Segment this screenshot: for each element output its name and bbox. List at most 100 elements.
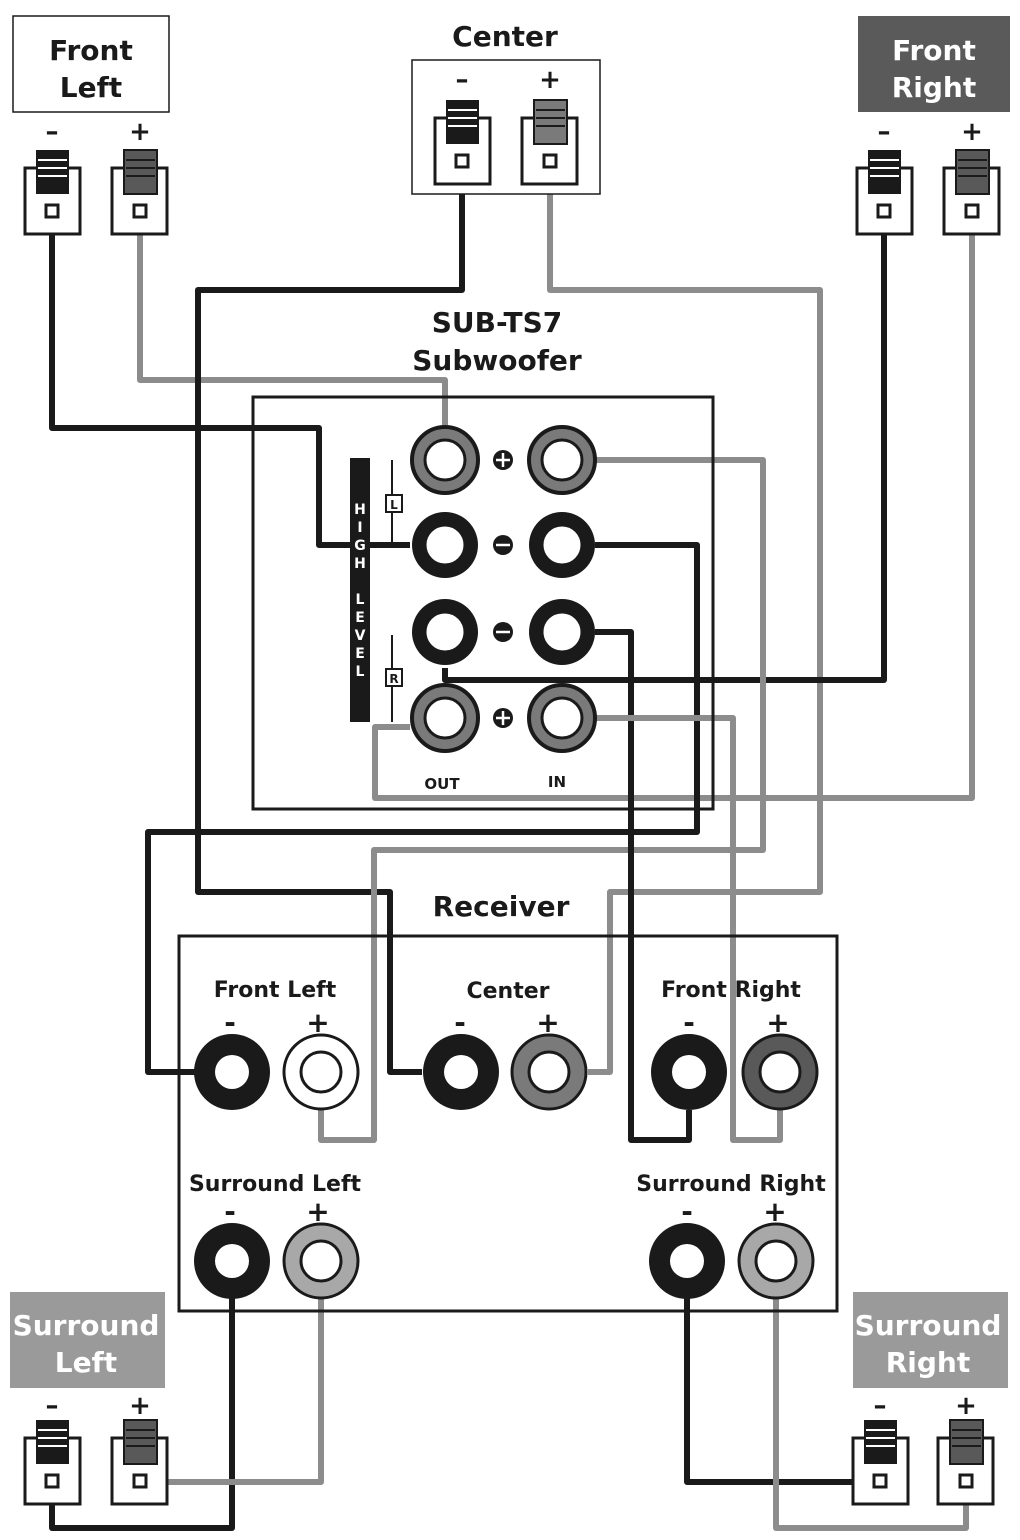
speaker-label-box — [858, 16, 1010, 112]
out-label: OUT — [424, 775, 460, 793]
minus-sign: - — [224, 1006, 236, 1039]
high-level-letter: V — [355, 628, 366, 644]
plus-sign: + — [766, 1006, 789, 1039]
plus-sign: + — [763, 1195, 786, 1228]
minus-sign: - — [681, 1195, 693, 1228]
speaker-terminal-plus[interactable] — [110, 149, 169, 236]
high-level-letter: H — [354, 556, 366, 572]
speaker-name-line1: Surround — [13, 1309, 160, 1342]
high-level-letter: H — [354, 502, 366, 518]
high-level-letter: L — [356, 664, 365, 680]
subwoofer-name: Subwoofer — [412, 344, 582, 377]
speaker-surround-left: Surround Left – + — [10, 1292, 169, 1506]
wire-surround-left-gray — [140, 1298, 324, 1485]
sub-in-left-plus-terminal[interactable] — [527, 425, 597, 495]
speaker-terminal-minus[interactable] — [855, 150, 914, 236]
high-level-bar: H I G H L E V E L — [350, 458, 370, 722]
receiver-surround-left-minus-terminal[interactable] — [194, 1223, 270, 1299]
right-channel-bracket: R — [385, 635, 403, 722]
receiver-center-minus-terminal[interactable] — [423, 1034, 499, 1110]
sub-in-right-minus-terminal[interactable] — [529, 599, 595, 665]
speaker-label-box — [853, 1292, 1008, 1388]
plus-polarity-icon — [493, 450, 513, 470]
receiver-surround-left-label: Surround Left — [189, 1172, 362, 1197]
speaker-terminal-minus[interactable] — [433, 100, 492, 186]
plus-sign: + — [536, 1006, 559, 1039]
sub-out-left-minus-terminal[interactable] — [412, 512, 478, 578]
receiver-title: Receiver — [433, 890, 570, 923]
minus-sign: – — [46, 1391, 59, 1421]
speaker-terminal-plus[interactable] — [110, 1419, 169, 1506]
speaker-name-line2: Right — [886, 1346, 971, 1379]
receiver-center-plus-terminal[interactable] — [510, 1033, 588, 1111]
in-label: IN — [548, 773, 566, 791]
left-channel-tag: L — [390, 498, 398, 512]
receiver-front-right-label: Front Right — [661, 978, 801, 1003]
speaker-terminal-minus[interactable] — [851, 1420, 910, 1506]
minus-sign: – — [878, 117, 891, 147]
receiver-front-left-minus-terminal[interactable] — [194, 1034, 270, 1110]
speaker-terminal-minus[interactable] — [23, 1420, 82, 1506]
sub-in-left-minus-terminal[interactable] — [529, 512, 595, 578]
left-channel-bracket: L — [385, 460, 403, 548]
speaker-terminal-minus[interactable] — [23, 150, 82, 236]
receiver-surround-right-label: Surround Right — [636, 1172, 826, 1197]
minus-sign: – — [874, 1391, 887, 1421]
minus-polarity-icon — [493, 535, 513, 555]
high-level-letter: E — [355, 646, 365, 662]
speaker-label-box — [12, 15, 170, 113]
minus-sign: – — [46, 117, 59, 147]
speaker-name: Center — [452, 20, 558, 53]
sub-out-right-minus-terminal[interactable] — [412, 599, 478, 665]
wire-center-black — [195, 165, 465, 1075]
speaker-name-line1: Front — [892, 34, 976, 67]
receiver-panel — [177, 934, 839, 1313]
subwoofer-panel — [251, 395, 715, 811]
wire-sub-in-right-minus — [595, 629, 692, 1143]
speaker-name-line2: Right — [892, 71, 977, 104]
wire-front-left-gray — [137, 212, 448, 425]
speaker-label-box — [10, 1292, 165, 1388]
speaker-name-line1: Surround — [855, 1309, 1002, 1342]
receiver-center-label: Center — [466, 979, 549, 1004]
receiver-front-right-minus-terminal[interactable] — [651, 1034, 727, 1110]
wire-front-left-black — [49, 212, 410, 548]
high-level-letter: I — [357, 520, 362, 536]
receiver: Receiver Front Left Center Front Right S… — [177, 890, 839, 1313]
wire-front-right-black — [442, 212, 887, 683]
plus-sign: + — [306, 1006, 329, 1039]
plus-sign: + — [306, 1195, 329, 1228]
minus-sign: - — [224, 1195, 236, 1228]
high-level-text: H I G H L E V E L — [354, 502, 366, 680]
right-channel-tag: R — [389, 672, 398, 686]
speaker-terminal-plus[interactable] — [936, 1419, 995, 1506]
sub-in-right-plus-terminal[interactable] — [527, 683, 597, 753]
sub-out-right-plus-terminal[interactable] — [410, 683, 480, 753]
speaker-name-line1: Front — [49, 34, 133, 67]
speaker-name-line2: Left — [55, 1346, 117, 1379]
wire-center-gray — [547, 165, 823, 1075]
speaker-center: Center – + — [411, 20, 601, 195]
wire-front-right-gray — [372, 212, 975, 801]
speaker-name-line2: Left — [60, 71, 122, 104]
speaker-front-right: Front Right – + — [855, 16, 1010, 236]
plus-polarity-icon — [493, 708, 513, 728]
speaker-terminal-plus[interactable] — [520, 99, 579, 186]
wire-sub-in-right-plus — [595, 715, 783, 1143]
high-level-letter: G — [354, 538, 366, 554]
receiver-front-left-plus-terminal[interactable] — [282, 1033, 360, 1111]
receiver-surround-left-plus-terminal[interactable] — [282, 1222, 360, 1300]
receiver-surround-right-minus-terminal[interactable] — [649, 1223, 725, 1299]
speaker-terminal-plus[interactable] — [942, 149, 1001, 236]
plus-sign: + — [129, 1391, 151, 1421]
receiver-surround-right-plus-terminal[interactable] — [737, 1222, 815, 1300]
sub-out-left-plus-terminal[interactable] — [410, 425, 480, 495]
plus-sign: + — [961, 117, 983, 147]
minus-sign: – — [456, 65, 469, 95]
receiver-front-right-plus-terminal[interactable] — [741, 1033, 819, 1111]
minus-sign: - — [454, 1006, 466, 1039]
plus-sign: + — [955, 1391, 977, 1421]
high-level-letter: L — [356, 592, 365, 608]
high-level-letter: E — [355, 610, 365, 626]
